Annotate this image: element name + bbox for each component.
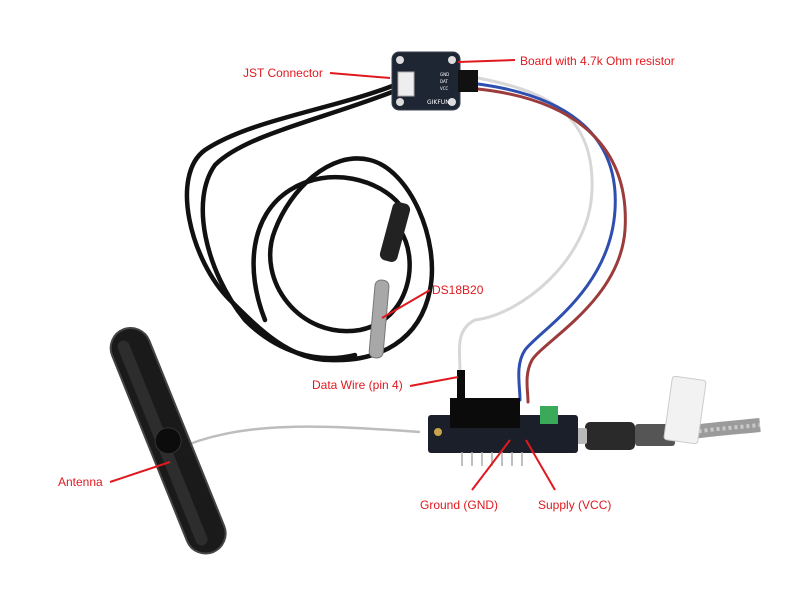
label-board: Board with 4.7k Ohm resistor: [520, 54, 675, 68]
pin-vcc: VCC: [440, 86, 449, 91]
ds18b20-probe: [368, 202, 411, 359]
usb-cable: [565, 375, 761, 450]
resistor-board: GIKFUN GND DAT VCC: [391, 51, 478, 111]
label-jst-connector: JST Connector: [243, 66, 323, 80]
antenna: [109, 327, 227, 555]
jumper-wires: [457, 76, 627, 404]
label-antenna: Antenna: [58, 475, 103, 489]
label-ds18b20: DS18B20: [432, 283, 484, 297]
pin-dat: DAT: [440, 79, 448, 84]
label-supply: Supply (VCC): [538, 498, 612, 512]
annotation-lines: [109, 59, 556, 491]
label-data-wire: Data Wire (pin 4): [312, 378, 403, 392]
pin-gnd: GND: [440, 72, 449, 77]
antenna-cable: [174, 425, 421, 452]
board-brand: GIKFUN: [427, 99, 450, 106]
mcu-board: [428, 370, 578, 466]
label-ground: Ground (GND): [420, 498, 499, 512]
